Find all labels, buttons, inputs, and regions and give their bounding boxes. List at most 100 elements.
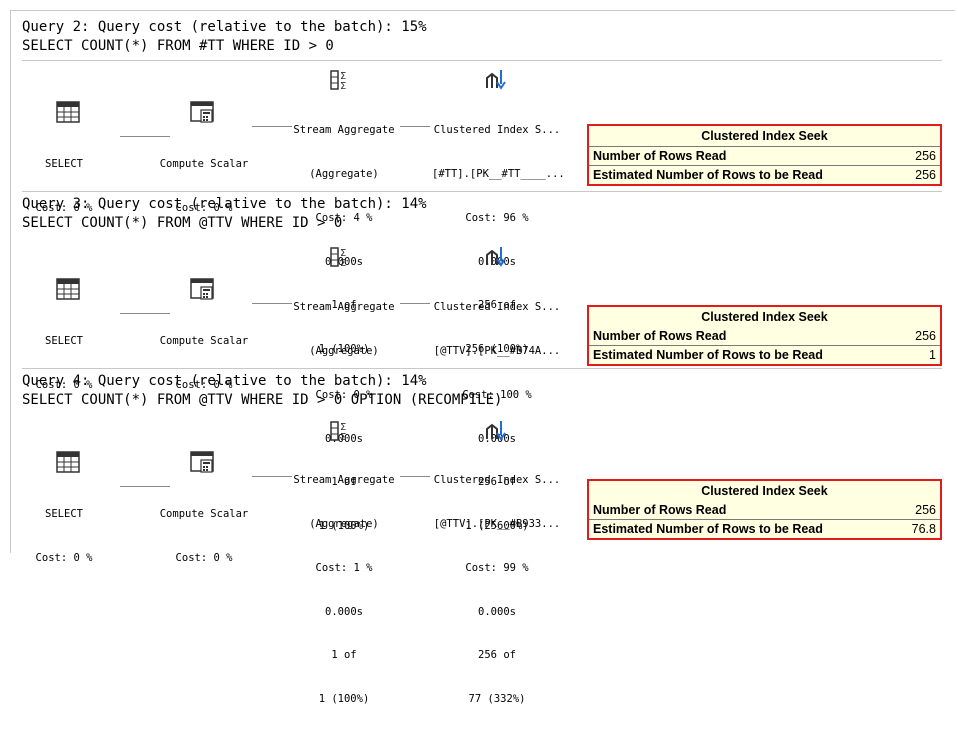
tooltip-value: 76.8: [911, 522, 936, 536]
select-operator-icon[interactable]: [56, 101, 80, 127]
operator-name: SELECT: [45, 508, 83, 521]
tooltip-label: Estimated Number of Rows to be Read: [593, 522, 823, 536]
tooltip-row-estimated-rows: Estimated Number of Rows to be Read 76.8: [589, 519, 940, 538]
select-operator[interactable]: SELECT Cost: 0 %: [22, 305, 106, 422]
operator-cost: Cost: 1 %: [315, 561, 373, 574]
divider: [22, 60, 942, 61]
tooltip-value: 256: [915, 149, 936, 163]
query-title: Query 4: Query cost (relative to the bat…: [22, 373, 427, 389]
tooltip-label: Estimated Number of Rows to be Read: [593, 168, 823, 182]
compute-scalar-operator[interactable]: Compute Scalar Cost: 0 %: [146, 305, 262, 422]
operator-estimated-rows: 1 (25600%): [465, 520, 529, 533]
operator-object: [@TTV].[PK__#B933...: [433, 517, 561, 530]
compute-scalar-operator[interactable]: Compute Scalar Cost: 0 %: [146, 478, 262, 595]
operator-name: Compute Scalar: [159, 335, 249, 348]
select-operator[interactable]: SELECT Cost: 0 %: [22, 478, 106, 595]
operator-estimated-rows: 1 (100%): [318, 520, 370, 533]
operator-cost: Cost: 99 %: [465, 561, 529, 574]
svg-text:Σ: Σ: [340, 422, 346, 433]
operator-name: Compute Scalar: [159, 508, 249, 521]
svg-text:Σ: Σ: [340, 258, 346, 268]
operator-name: SELECT: [45, 158, 83, 171]
select-operator-icon[interactable]: [56, 278, 80, 304]
operator-cost: Cost: 96 %: [465, 211, 529, 224]
operator-time: 0.000s: [325, 605, 363, 618]
tooltip-label: Number of Rows Read: [593, 149, 727, 163]
tooltip-row-rows-read: Number of Rows Read 256: [589, 146, 940, 165]
tooltip-value: 256: [915, 168, 936, 182]
svg-text:Σ: Σ: [340, 81, 346, 91]
compute-scalar-icon[interactable]: [190, 450, 216, 478]
operator-object: [#TT].[PK__#TT____...: [432, 167, 565, 180]
compute-scalar-operator[interactable]: Compute Scalar Cost: 0 %: [146, 128, 262, 245]
operator-name: Stream Aggregate: [293, 474, 395, 487]
operator-object: [@TTV].[PK__#B74A...: [433, 344, 561, 357]
operator-actual-rows: 256 of: [478, 476, 516, 489]
connector-arrow: [400, 476, 430, 477]
operator-name: Stream Aggregate: [293, 124, 395, 137]
tooltip-label: Estimated Number of Rows to be Read: [593, 348, 823, 362]
operator-cost: Cost: 0 %: [35, 201, 93, 214]
query-plan-3: Query 3: Query cost (relative to the bat…: [22, 191, 952, 532]
operator-cost: Cost: 0 %: [175, 378, 233, 391]
operator-actual-rows: 1 of: [331, 476, 357, 489]
operator-cost: Cost: 0 %: [175, 201, 233, 214]
operator-estimated-rows: 77 (332%): [468, 693, 526, 706]
operator-cost: Cost: 0 %: [35, 378, 93, 391]
connector-arrow: [252, 303, 292, 304]
select-operator[interactable]: SELECT Cost: 0 %: [22, 128, 106, 245]
query-plan-2: Query 2: Query cost (relative to the bat…: [22, 14, 952, 355]
tooltip-row-rows-read: Number of Rows Read 256: [589, 501, 940, 519]
connector-arrow: [252, 126, 292, 127]
operator-actual-rows: 1 of: [331, 649, 357, 662]
connector-arrow: [400, 126, 430, 127]
query-plan-4: Query 4: Query cost (relative to the bat…: [22, 368, 952, 705]
operator-name: SELECT: [45, 335, 83, 348]
clustered-index-seek-icon[interactable]: [483, 419, 507, 447]
operator-cost: Cost: 0 %: [175, 551, 233, 564]
execution-plan-pane: [10, 10, 955, 553]
clustered-index-seek-icon[interactable]: [483, 68, 507, 96]
stream-aggregate-operator[interactable]: Stream Aggregate (Aggregate) Cost: 1 % 0…: [288, 444, 400, 736]
query-sql: SELECT COUNT(*) FROM #TT WHERE ID > 0: [22, 38, 334, 54]
tooltip-value: 256: [915, 503, 936, 517]
operator-subtitle: (Aggregate): [309, 517, 379, 530]
tooltip-row-estimated-rows: Estimated Number of Rows to be Read 256: [589, 165, 940, 184]
tooltip-row-rows-read: Number of Rows Read 256: [589, 327, 940, 345]
query-sql: SELECT COUNT(*) FROM @TTV WHERE ID > 0: [22, 215, 343, 231]
query-sql: SELECT COUNT(*) FROM @TTV WHERE ID > 0 O…: [22, 392, 503, 408]
divider: [22, 191, 942, 192]
tooltip-title: Clustered Index Seek: [701, 310, 828, 324]
operator-subtitle: (Aggregate): [309, 344, 379, 357]
operator-estimated-rows: 1 (100%): [318, 693, 370, 706]
connector-arrow: [120, 136, 170, 137]
operator-name: Clustered Index S...: [433, 474, 561, 487]
connector-arrow: [252, 476, 292, 477]
operator-actual-rows: 1 of: [331, 299, 357, 312]
tooltip-title: Clustered Index Seek: [701, 129, 828, 143]
connector-arrow: [400, 303, 430, 304]
stream-aggregate-operator[interactable]: Stream Aggregate (Aggregate) Cost: 0 % 0…: [288, 271, 400, 563]
operator-name: Stream Aggregate: [293, 301, 395, 314]
operator-cost: Cost: 4 %: [315, 211, 373, 224]
clustered-index-seek-operator[interactable]: Clustered Index S... [@TTV].[PK__#B933..…: [432, 444, 562, 736]
operator-actual-rows: 256 of: [478, 649, 516, 662]
operator-actual-rows: 256 of: [478, 299, 516, 312]
tooltip-label: Number of Rows Read: [593, 503, 727, 517]
clustered-index-seek-icon[interactable]: [483, 245, 507, 273]
compute-scalar-icon[interactable]: [190, 277, 216, 305]
divider: [22, 368, 942, 369]
operator-cost: Cost: 0 %: [315, 388, 373, 401]
query-title: Query 2: Query cost (relative to the bat…: [22, 19, 427, 35]
operator-name: Clustered Index S...: [433, 124, 561, 137]
operator-tooltip: Clustered Index Seek Number of Rows Read…: [587, 305, 942, 366]
operator-cost: Cost: 0 %: [35, 551, 93, 564]
compute-scalar-icon[interactable]: [190, 100, 216, 128]
operator-tooltip: Clustered Index Seek Number of Rows Read…: [587, 479, 942, 540]
select-operator-icon[interactable]: [56, 451, 80, 477]
svg-text:Σ: Σ: [340, 248, 346, 259]
clustered-index-seek-operator[interactable]: Clustered Index S... [@TTV].[PK__#B74A..…: [432, 271, 562, 563]
